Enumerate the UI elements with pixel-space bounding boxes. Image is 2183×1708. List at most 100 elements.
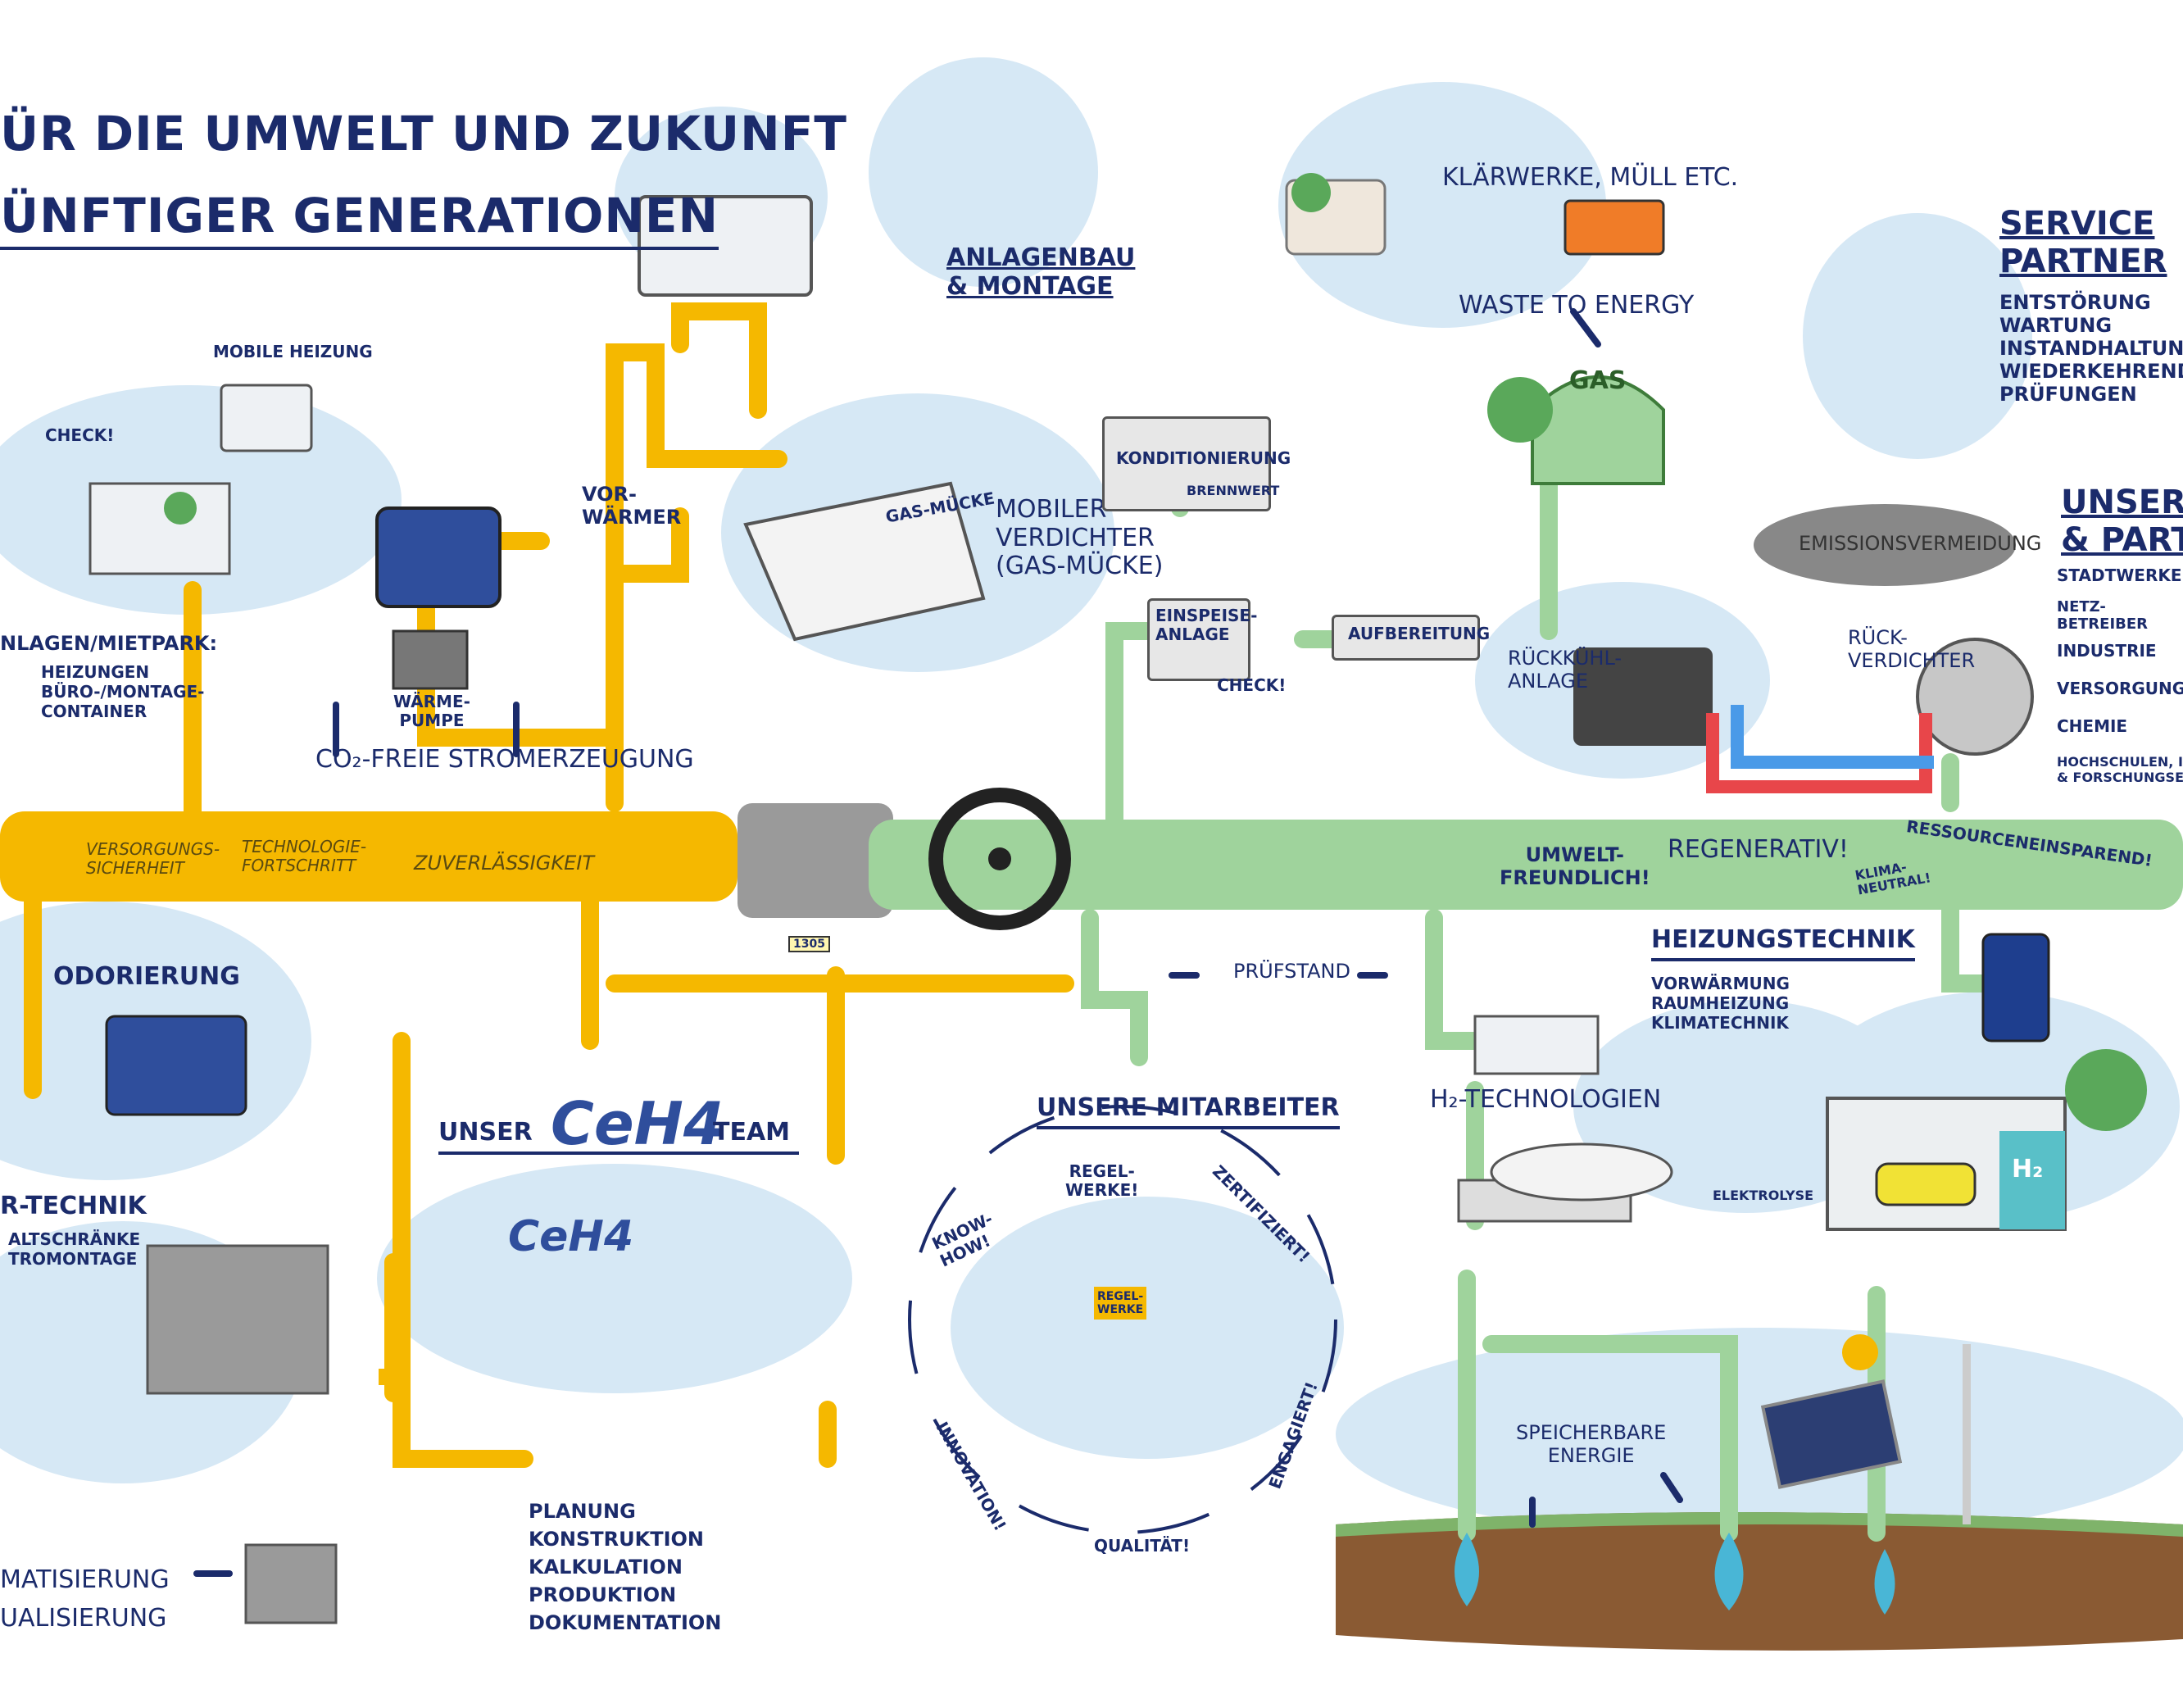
trees <box>164 173 2147 1131</box>
label-konditionierung: KONDITIONIERUNG <box>1116 448 1291 468</box>
kunden-item: INDUSTRIE <box>2057 641 2157 661</box>
label-odorierung: ODORIERUNG <box>53 962 240 991</box>
container-top <box>638 195 813 297</box>
team-task: PRODUKTION <box>529 1583 677 1606</box>
label-h2: H₂-TECHNOLOGIEN <box>1430 1085 1662 1114</box>
kunden-item: NETZ- BETREIBER <box>2057 598 2149 633</box>
wheel-valve <box>928 788 1071 930</box>
car <box>1875 1162 1976 1206</box>
label-heizungstechnik: HEIZUNGSTECHNIK <box>1651 925 1915 961</box>
rental-container <box>88 482 231 575</box>
label-team-prefix: UNSER <box>438 1118 533 1147</box>
main-yellow-pipe <box>0 811 738 902</box>
valve-body <box>738 803 893 918</box>
label-regelwerke: REGEL- WERKE! <box>1065 1161 1139 1200</box>
gas-digester <box>1531 375 1665 485</box>
label-speicherbare: SPEICHERBARE ENERGIE <box>1516 1421 1667 1467</box>
control-cabinets <box>146 1244 329 1395</box>
garbage-truck <box>1564 199 1665 256</box>
label-anlagen-mietpark: NLAGEN/MIETPARK: <box>0 632 218 655</box>
er-item: TROMONTAGE <box>8 1249 138 1269</box>
aufbereitung-box <box>1332 615 1480 661</box>
service-item: INSTANDHALTUNG <box>1999 337 2183 360</box>
heiz-item: VORWÄRMUNG <box>1651 974 1790 993</box>
compressor-sphere <box>1916 638 2034 756</box>
er-item: ALTSCHRÄNKE <box>8 1229 141 1249</box>
konditionierung-box <box>1102 416 1271 511</box>
label-elektrolyse: ELEKTROLYSE <box>1713 1188 1814 1203</box>
kunden-item: STADTWERKE <box>2057 566 2182 585</box>
heat-pump-box <box>392 629 469 690</box>
team-tasks-list: PLANUNG KONSTRUKTION KALKULATION PRODUKT… <box>529 1500 721 1634</box>
odorization-truck <box>105 1015 247 1116</box>
kunden-item: CHEMIE <box>2057 716 2128 736</box>
mietpark-item: CONTAINER <box>41 702 148 721</box>
small-container <box>1473 1015 1600 1075</box>
sun <box>1842 1334 1878 1370</box>
label-waste: WASTE TO ENERGY <box>1459 291 1695 320</box>
team-task: KALKULATION <box>529 1556 683 1579</box>
team-task: KONSTRUKTION <box>529 1528 705 1551</box>
label-umwelt: UMWELT- FREUNDLICH! <box>1500 843 1650 889</box>
gas-muecke-compressor <box>743 481 986 642</box>
kunden-item: VERSORGUNGSUN <box>2057 679 2183 698</box>
label-rueckkuehl: RÜCKKÜHL- ANLAGE <box>1508 647 1622 693</box>
service-item: PRÜFUNGEN <box>1999 383 2137 406</box>
kunden-item: HOCHSCHULEN, IN & FORSCHUNGSEIN <box>2057 754 2183 785</box>
h2-sign: H₂ <box>2012 1155 2044 1183</box>
kunden-list: STADTWERKE NETZ- BETREIBER INDUSTRIE VER… <box>2057 566 2183 785</box>
label-waermepumpe: WÄRME- PUMPE <box>393 692 470 730</box>
service-item: ENTSTÖRUNG <box>1999 291 2151 314</box>
mobile-heater-trailer <box>220 384 313 452</box>
heiz-item: RAUMHEIZUNG <box>1651 993 1790 1013</box>
team-logo: CeH4 <box>551 1089 725 1158</box>
label-er-technik: R-TECHNIK <box>0 1192 147 1220</box>
title-line2: ÜNFTIGER GENERATIONEN <box>0 189 719 250</box>
heater-boiler <box>1981 933 2050 1043</box>
soil <box>1336 1512 2183 1651</box>
label-team-suffix: TEAM <box>713 1118 791 1147</box>
label-einspeise: EINSPEISE- ANLAGE <box>1155 606 1258 644</box>
yellow-pipes <box>0 302 1074 1468</box>
label-qualitaet: QUALITÄT! <box>1094 1536 1191 1556</box>
grass <box>1336 1512 2183 1537</box>
main-green-pipe <box>869 820 2183 910</box>
label-check-2: CHECK! <box>1217 675 1287 695</box>
label-mobiler-verdichter: MOBILER VERDICHTER (GAS-MÜCKE) <box>996 495 1164 580</box>
small-control-cabinet <box>244 1543 338 1624</box>
label-kunden: UNSERE K & PARTN <box>2061 484 2183 559</box>
h2-tank <box>1490 1142 1673 1202</box>
label-zuverlaessig: ZUVERLÄSSIGKEIT <box>414 852 594 874</box>
label-aufbereitung: AUFBEREITUNG <box>1348 624 1491 643</box>
mietpark-item: HEIZUNGEN <box>41 662 150 682</box>
team-logo-small: CeH4 <box>508 1212 634 1261</box>
team-underline <box>438 1152 799 1155</box>
label-regenerativ: REGENERATIV! <box>1668 835 1849 864</box>
label-gas: GAS <box>1569 366 1627 395</box>
label-technologie: TECHNOLOGIE- FORTSCHRITT <box>242 837 367 875</box>
label-mobile-heizung: MOBILE HEIZUNG <box>213 342 373 361</box>
service-item: WARTUNG <box>1999 314 2113 337</box>
heiz-list: VORWÄRMUNG RAUMHEIZUNG KLIMATECHNIK <box>1651 974 1790 1033</box>
label-klaerwerke: KLÄRWERKE, MÜLL ETC. <box>1442 163 1739 192</box>
cooler-unit <box>1573 647 1713 746</box>
label-check-1: CHECK! <box>45 425 115 445</box>
einspeise-box <box>1147 598 1250 681</box>
label-service-partner: SERVICE PARTNER <box>1999 205 2167 280</box>
emission-cloud <box>1754 504 2016 586</box>
water-droplets <box>1455 1533 1895 1615</box>
arrows <box>193 308 1683 1577</box>
er-list: ALTSCHRÄNKE TROMONTAGE <box>8 1229 140 1269</box>
regelwerke-sign: REGEL- WERKE <box>1094 1287 1147 1320</box>
label-rueckverdichter: RÜCK- VERDICHTER <box>1848 626 1976 672</box>
service-list: ENTSTÖRUNG WARTUNG INSTANDHALTUNG WIEDER… <box>1999 291 2183 406</box>
title-line1: ÜR DIE UMWELT UND ZUKUNFT <box>0 106 847 161</box>
h2-station <box>1999 1131 2065 1229</box>
solar-panel <box>1760 1379 1903 1489</box>
label-versorgung: VERSORGUNGS- SICHERHEIT <box>86 839 220 878</box>
label-mitarbeiter: UNSERE MITARBEITER <box>1037 1093 1340 1129</box>
label-co2: CO₂-FREIE STROMERZEUGUNG <box>315 745 694 774</box>
generator-engine <box>375 506 502 608</box>
